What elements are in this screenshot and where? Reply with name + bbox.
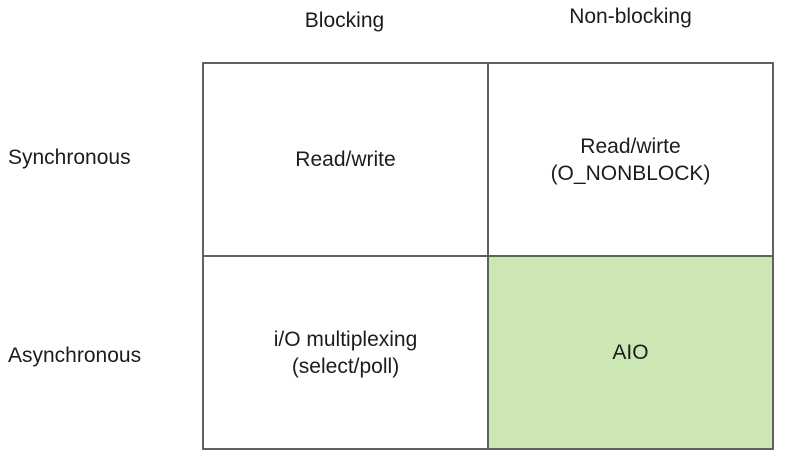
cell-asynchronous-blocking-text: i/O multiplexing — [273, 327, 418, 351]
cell-asynchronous-nonblocking-highlighted: AIO — [487, 255, 774, 450]
row-header-synchronous: Synchronous — [8, 146, 131, 169]
column-header-blocking: Blocking — [304, 9, 385, 32]
row-header-asynchronous: Asynchronous — [8, 344, 142, 367]
cell-synchronous-blocking: Read/write — [202, 62, 487, 255]
column-header-non-blocking: Non-blocking — [569, 5, 692, 28]
cell-synchronous-nonblocking: Read/wirte (O_NONBLOCK) — [487, 62, 774, 255]
cell-asynchronous-blocking-text-line2: (select/poll) — [291, 354, 400, 378]
cell-synchronous-nonblocking-text-line2: (O_NONBLOCK) — [550, 161, 711, 185]
cell-asynchronous-blocking: i/O multiplexing (select/poll) — [202, 255, 487, 450]
cell-synchronous-blocking-text: Read/write — [295, 148, 396, 171]
cell-synchronous-nonblocking-text: Read/wirte — [580, 134, 681, 158]
matrix-grid: Read/write Read/wirte (O_NONBLOCK) i/O m… — [202, 62, 774, 450]
cell-asynchronous-nonblocking-text: AIO — [612, 341, 649, 364]
